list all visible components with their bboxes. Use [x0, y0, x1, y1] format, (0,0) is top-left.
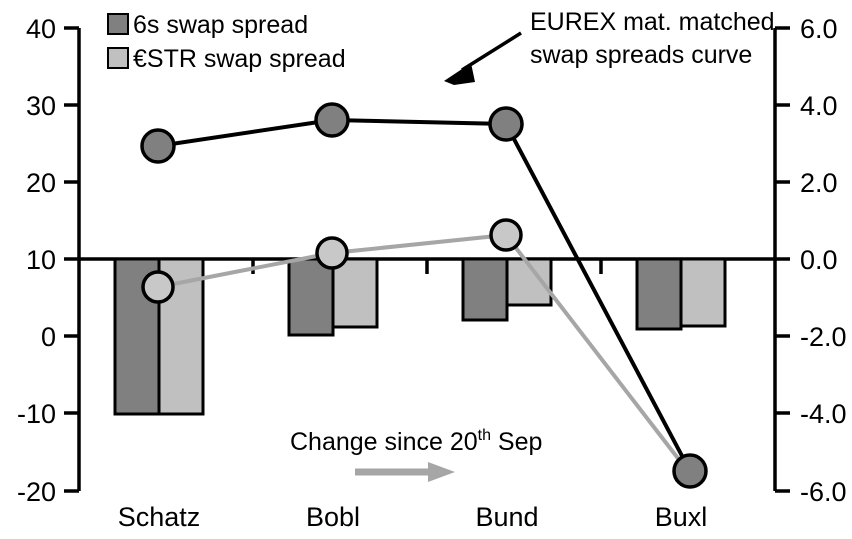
- right-tick-label-neg2: -2.0: [800, 322, 847, 352]
- category-label-bobl: Bobl: [306, 502, 360, 532]
- line-series-change: [141, 218, 692, 476]
- change-marker-bobl: [315, 236, 349, 270]
- eurex-line-path: [157, 117, 692, 472]
- left-tick-label-0: 0: [41, 322, 56, 352]
- left-axis: 40 30 20 10 0 -10 -20: [17, 14, 81, 507]
- change-annotation-text-after: Sep: [491, 428, 542, 456]
- right-tick-label-2: 2.0: [800, 168, 838, 198]
- left-tick-label-30: 30: [26, 91, 56, 121]
- eurex-marker-buxl: [672, 453, 708, 489]
- line-series-eurex: [140, 102, 708, 489]
- change-annotation-superscript: th: [478, 427, 491, 444]
- change-line-path: [157, 232, 692, 476]
- change-annotation-text-before: Change since 20: [290, 428, 478, 456]
- category-label-schatz: Schatz: [118, 502, 201, 532]
- eurex-marker-bund: [488, 106, 524, 142]
- right-tick-label-4: 4.0: [800, 91, 838, 121]
- category-label-buxl: Buxl: [655, 502, 708, 532]
- change-annotation: Change since 20th Sep: [290, 427, 542, 482]
- change-annotation-arrow-head-icon: [428, 462, 455, 482]
- bar-6s-bobl: [287, 257, 335, 337]
- left-tick-label-10: 10: [26, 245, 56, 275]
- eurex-annotation: EUREX mat. matched swap spreads curve: [444, 8, 775, 85]
- bar-series-6s: [113, 257, 683, 416]
- left-tick-label-20: 20: [26, 168, 56, 198]
- legend-swatch-6s: [107, 13, 129, 35]
- legend-label-6s: 6s swap spread: [133, 11, 308, 39]
- left-tick-label-40: 40: [26, 14, 56, 44]
- right-tick-label-6: 6.0: [800, 14, 838, 44]
- eurex-marker-schatz: [140, 128, 176, 164]
- right-tick-label-neg6: -6.0: [800, 477, 847, 507]
- left-tick-label-neg10: -10: [17, 399, 56, 429]
- bar-6s-schatz: [113, 257, 161, 416]
- left-tick-label-neg20: -20: [17, 477, 56, 507]
- x-axis-category-labels: Schatz Bobl Bund Buxl: [118, 502, 708, 532]
- legend-label-estr: €STR swap spread: [133, 45, 346, 73]
- chart-legend: 6s swap spread €STR swap spread: [107, 11, 346, 73]
- eurex-annotation-arrow-shaft: [461, 31, 522, 72]
- eurex-annotation-line1: EUREX mat. matched: [530, 8, 775, 36]
- eurex-annotation-line2: swap spreads curve: [530, 41, 752, 69]
- change-marker-bund: [489, 218, 523, 252]
- bar-estr-buxl: [679, 257, 727, 328]
- eurex-marker-bobl: [314, 102, 350, 138]
- change-annotation-text: Change since 20th Sep: [290, 427, 542, 456]
- right-axis: 6.0 4.0 2.0 0.0 -2.0 -4.0 -6.0: [773, 14, 847, 507]
- bar-6s-buxl: [635, 257, 683, 331]
- bar-series-estr: [157, 257, 727, 416]
- bar-estr-bobl: [331, 257, 379, 329]
- category-label-bund: Bund: [475, 502, 538, 532]
- eurex-annotation-arrow-head-icon: [444, 63, 475, 85]
- legend-swatch-estr: [107, 47, 129, 69]
- change-marker-schatz: [141, 270, 175, 304]
- right-tick-label-0: 0.0: [800, 245, 838, 275]
- bar-6s-bund: [461, 257, 509, 322]
- right-tick-label-neg4: -4.0: [800, 399, 847, 429]
